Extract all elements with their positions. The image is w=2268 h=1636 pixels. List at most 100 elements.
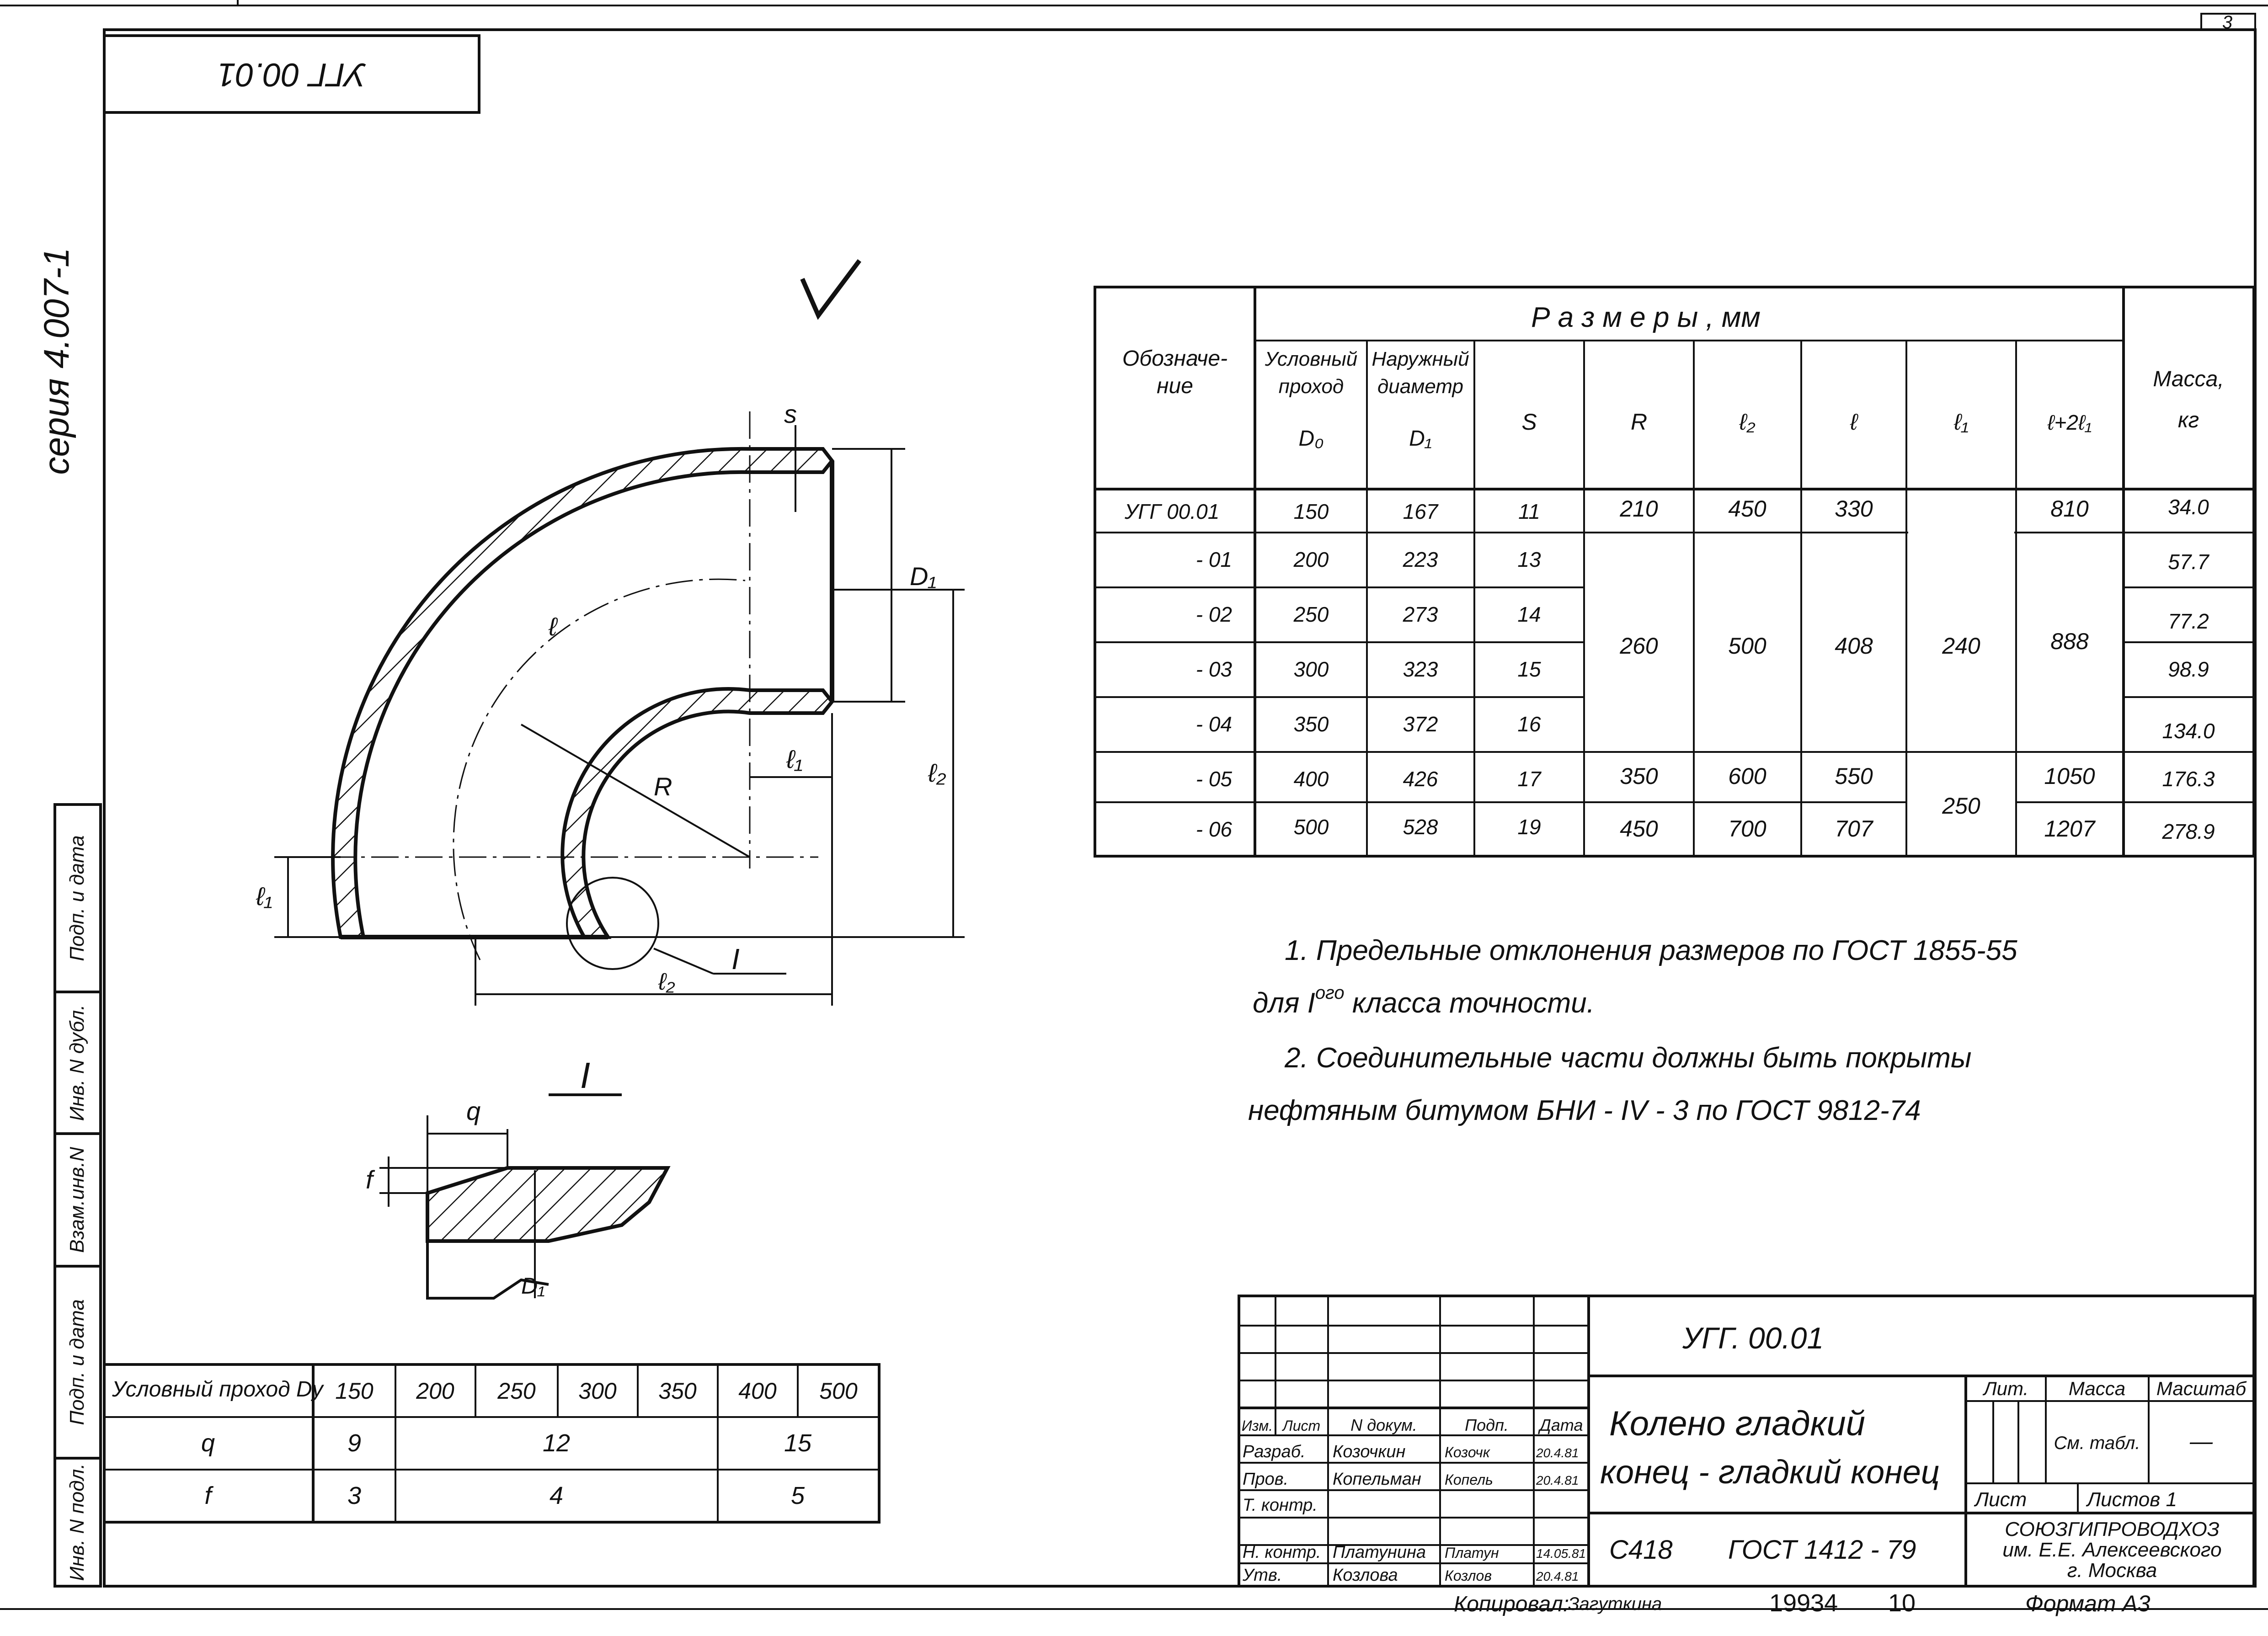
cell-r-6: 450 (1620, 816, 1658, 842)
tb-sign-0: Козочк (1445, 1444, 1491, 1460)
strip-label-5: Инв. N подл. (66, 1463, 88, 1581)
small-table (103, 1363, 881, 1524)
footer-num2: 10 (1888, 1589, 1916, 1617)
tb-people: Разраб. Козочкин Козочк 20.4.81 Пров. Ко… (1242, 1442, 1586, 1585)
row-3-designation: - 03 (1196, 657, 1233, 681)
label-detail-callout: I (731, 943, 740, 975)
cell-r-1: 210 (1619, 496, 1658, 522)
cell-lsum-1: 810 (2050, 496, 2089, 522)
sheet-number: 3 (2222, 12, 2232, 32)
row-2-dy: 250 (1293, 602, 1329, 626)
title-code: УГГ. 00.01 (1682, 1321, 1824, 1355)
small-dy-5: 400 (738, 1378, 777, 1404)
detail-label-f: f (366, 1165, 375, 1194)
tb-sign-3: Платун (1445, 1545, 1499, 1561)
series-label: серия 4.007-1 (36, 247, 76, 474)
cell-l-6: 707 (1835, 816, 1874, 842)
dims-header-s: S (1521, 409, 1537, 435)
row-5-mass: 176.3 (2162, 767, 2215, 791)
detail-hatched (426, 1166, 671, 1243)
row-0-designation: УГГ 00.01 (1124, 500, 1219, 523)
detail-view (379, 1093, 671, 1300)
title-mass: Масса (2069, 1378, 2125, 1399)
tb-name-1: Копельман (1333, 1470, 1421, 1489)
cell-l2-5: 600 (1728, 763, 1766, 789)
small-f-1: 4 (550, 1482, 563, 1509)
tb-sign-1: Копель (1445, 1471, 1493, 1488)
dims-header-d1-sym: D₁ (1409, 426, 1432, 451)
tb-name-0: Козочкин (1333, 1442, 1406, 1461)
title-org-1: СОЮЗГИПРОВОДХОЗ (2005, 1518, 2220, 1540)
small-f-2: 5 (791, 1482, 805, 1509)
label-d1: D₁ (910, 562, 936, 591)
detail-label-d1: D₁ (521, 1273, 545, 1299)
cell-l-1: 330 (1835, 496, 1873, 522)
tb-head-doc: N докум. (1350, 1416, 1417, 1434)
tb-head-list: Лист (1282, 1418, 1320, 1434)
tb-head-date: Дата (1538, 1416, 1583, 1434)
row-2-designation: - 02 (1196, 602, 1232, 626)
row-2-s: 14 (1517, 602, 1541, 626)
row-6-dy: 500 (1294, 815, 1329, 839)
dims-header-dy-sym: D₀ (1299, 426, 1324, 451)
label-l1: ℓ₁ (786, 745, 803, 773)
dims-header-lsum: ℓ+2ℓ₁ (2047, 410, 2092, 434)
note-1b-pre: для I (1253, 987, 1315, 1019)
tb-sign-4: Козлов (1445, 1567, 1492, 1584)
cell-lsum-6: 1207 (2044, 816, 2096, 842)
small-dy-1: 200 (416, 1378, 454, 1404)
cell-l1-a: 240 (1942, 633, 1980, 659)
cell-l2-1: 450 (1728, 496, 1766, 522)
tb-date-0: 20.4.81 (1536, 1446, 1579, 1460)
tb-head-sign: Подп. (1465, 1416, 1509, 1434)
cell-l2-6: 700 (1728, 816, 1766, 842)
label-l2-bottom: ℓ₂ (658, 969, 675, 995)
small-f-label: f (204, 1482, 213, 1509)
title-org-2: им. Е.Е. Алексеевского (2002, 1539, 2221, 1561)
row-3-dy: 300 (1294, 657, 1329, 681)
top-stamp: УГГ 00.01 (103, 34, 480, 114)
cell-l1-b: 250 (1942, 793, 1980, 819)
cell-lsum-2: 888 (2050, 629, 2089, 654)
strip-label-1: Подп. и дата (66, 835, 88, 961)
note-2a: 2. Соединительные части должны быть покр… (1284, 1042, 1972, 1074)
row-4-mass: 134.0 (2162, 719, 2215, 743)
top-stamp-code: УГГ 00.01 (218, 56, 367, 93)
strip-label-3: Взам.инв.N (66, 1147, 88, 1253)
tb-role-0: Разраб. (1243, 1442, 1306, 1461)
dims-header-l: ℓ (1850, 409, 1858, 435)
row-0-dy: 150 (1294, 500, 1329, 523)
small-q-2: 15 (784, 1429, 812, 1457)
notes: 1. Предельные отклонения размеров по ГОС… (1248, 935, 2017, 1126)
row-6-s: 19 (1517, 815, 1541, 839)
tb-name-3: Платунина (1333, 1543, 1426, 1562)
elbow-inner-hatched (560, 687, 835, 939)
dims-header-l1: ℓ₁ (1953, 409, 1969, 435)
tb-date-4: 20.4.81 (1536, 1569, 1579, 1583)
row-2-d1: 273 (1403, 602, 1438, 626)
title-scale-val: — (2189, 1428, 2213, 1454)
row-3-mass: 98.9 (2168, 657, 2209, 681)
row-4-designation: - 04 (1196, 712, 1232, 736)
title-block (1238, 1295, 2255, 1588)
tb-head-izm: Изм. (1242, 1418, 1273, 1434)
small-dy-3: 300 (578, 1378, 617, 1404)
row-3-s: 15 (1517, 657, 1541, 681)
cell-l2-2: 500 (1728, 633, 1766, 659)
dims-header-r: R (1631, 409, 1647, 435)
footer-number: 19934 (1769, 1589, 1838, 1617)
dims-group-header: Р а з м е р ы , мм (1531, 302, 1761, 333)
elbow-drawing (274, 411, 965, 1006)
title-sheet: Лист (1974, 1488, 2027, 1511)
small-dy-4: 350 (658, 1378, 697, 1404)
row-1-mass: 57.7 (2168, 550, 2209, 574)
label-l2: ℓ₂ (928, 758, 946, 787)
small-dy-6: 500 (819, 1378, 858, 1404)
label-l-arc: ℓ (548, 612, 558, 641)
row-5-d1: 426 (1403, 767, 1438, 791)
row-6-mass: 278.9 (2161, 820, 2215, 843)
dims-header-l2: ℓ₂ (1739, 409, 1755, 435)
